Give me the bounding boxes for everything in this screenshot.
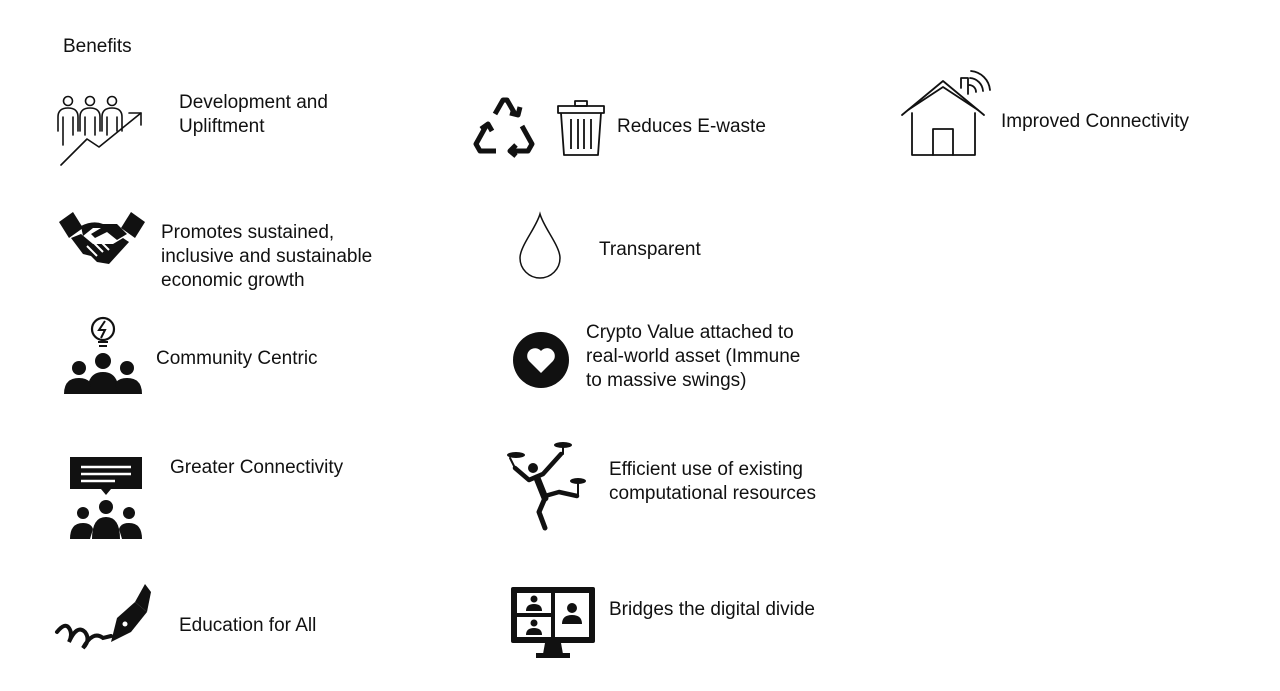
benefit-label-economic-growth: Promotes sustained, inclusive and sustai… — [161, 222, 373, 291]
community-idea-icon — [64, 316, 142, 394]
benefit-label-development: Development and Upliftment — [179, 92, 328, 137]
group-chat-icon — [67, 457, 145, 539]
water-drop-icon — [518, 211, 562, 280]
benefit-label-community-centric: Community Centric — [156, 348, 318, 369]
trash-bin-icon — [556, 99, 606, 157]
juggler-icon — [503, 438, 589, 531]
benefit-label-education: Education for All — [179, 615, 317, 636]
pen-signature-icon — [55, 582, 153, 660]
video-conference-icon — [510, 586, 596, 660]
smart-home-signal-icon — [900, 69, 992, 157]
benefit-label-improved-connectivity: Improved Connectivity — [1001, 111, 1189, 132]
recycle-icon — [472, 94, 538, 158]
benefit-label-reduces-ewaste: Reduces E-waste — [617, 116, 766, 137]
benefit-label-greater-connectivity: Greater Connectivity — [170, 457, 344, 478]
benefit-label-transparent: Transparent — [599, 239, 701, 260]
page-title: Benefits — [63, 36, 132, 57]
benefit-label-crypto-value: Crypto Value attached to real-world asse… — [586, 322, 801, 391]
handshake-icon — [57, 210, 147, 268]
benefit-label-digital-divide: Bridges the digital divide — [609, 599, 815, 620]
people-growth-arrow-icon — [55, 95, 147, 170]
heart-circle-icon — [512, 331, 570, 389]
benefit-label-efficient-use: Efficient use of existing computational … — [609, 459, 816, 504]
